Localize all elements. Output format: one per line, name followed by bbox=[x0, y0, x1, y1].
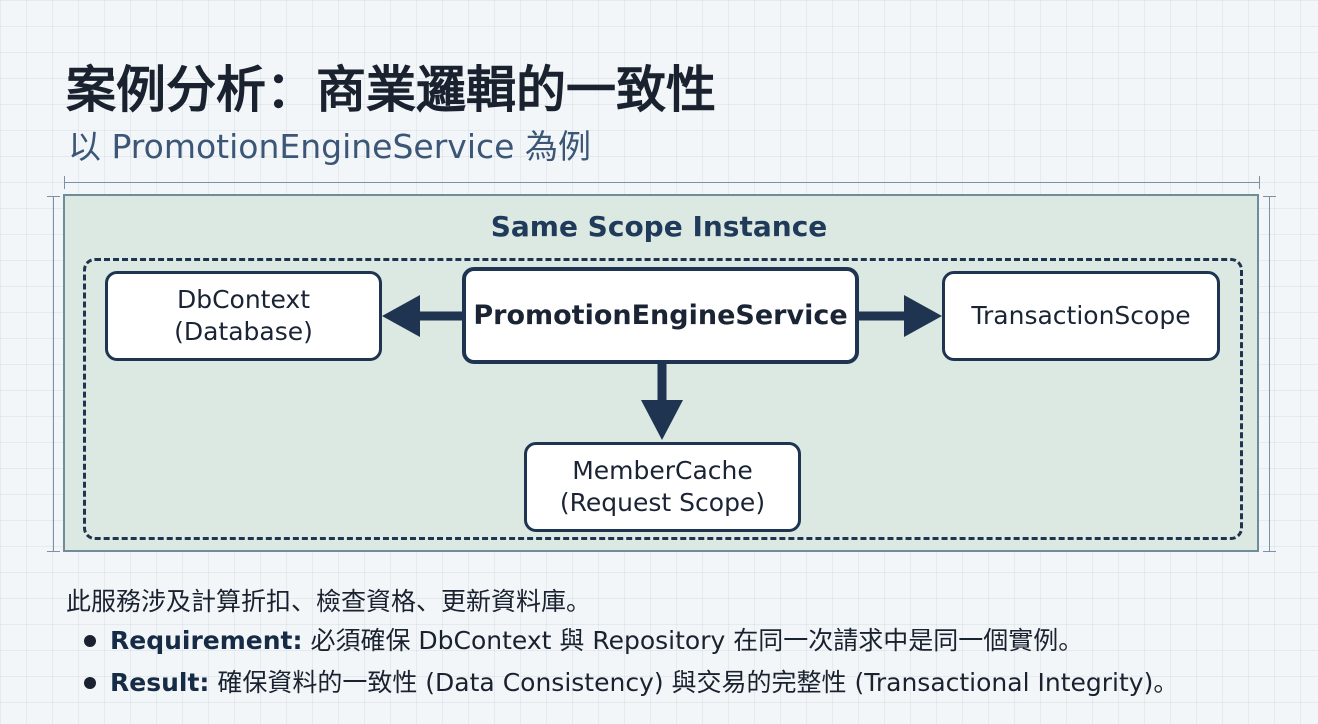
promotion-engine-name: PromotionEngineService bbox=[473, 299, 848, 331]
dbcontext-name: DbContext bbox=[176, 284, 311, 314]
page-subtitle: 以 PromotionEngineService 為例 bbox=[68, 127, 591, 166]
dbcontext-detail: (Database) bbox=[174, 317, 313, 346]
bullet-key: Requirement: bbox=[110, 626, 303, 655]
left-height-dimension-line bbox=[47, 196, 60, 552]
bullet-text: 必須確保 DbContext 與 Repository 在同一次請求中是同一個實… bbox=[302, 626, 1084, 655]
right-height-dimension-line bbox=[1263, 196, 1276, 552]
service-description: 此服務涉及計算折扣、檢查資格、更新資料庫。 bbox=[66, 587, 592, 616]
bullet-dot-icon bbox=[84, 677, 96, 689]
width-dimension-line bbox=[64, 176, 1260, 189]
scope-label: Same Scope Instance bbox=[490, 210, 828, 243]
member-cache-detail: (Request Scope) bbox=[559, 488, 766, 517]
member-cache-node: MemberCache (Request Scope) bbox=[524, 442, 801, 532]
page-title: 案例分析：商業邏輯的一致性 bbox=[66, 61, 716, 119]
bullet-list: Requirement: 必須確保 DbContext 與 Repository… bbox=[84, 620, 1178, 704]
transaction-scope-name: TransactionScope bbox=[971, 300, 1191, 330]
scope-boundary bbox=[83, 258, 1243, 540]
bullet-text: 確保資料的一致性 (Data Consistency) 與交易的完整性 (Tra… bbox=[209, 668, 1179, 697]
dbcontext-node: DbContext (Database) bbox=[105, 271, 382, 361]
transaction-scope-node: TransactionScope bbox=[942, 271, 1220, 361]
bullet-result: Result: 確保資料的一致性 (Data Consistency) 與交易的… bbox=[84, 662, 1178, 704]
promotion-engine-node: PromotionEngineService bbox=[462, 267, 859, 364]
bullet-requirement: Requirement: 必須確保 DbContext 與 Repository… bbox=[84, 620, 1178, 662]
bullet-dot-icon bbox=[84, 635, 96, 647]
member-cache-name: MemberCache bbox=[572, 455, 753, 485]
bullet-key: Result: bbox=[110, 668, 210, 697]
